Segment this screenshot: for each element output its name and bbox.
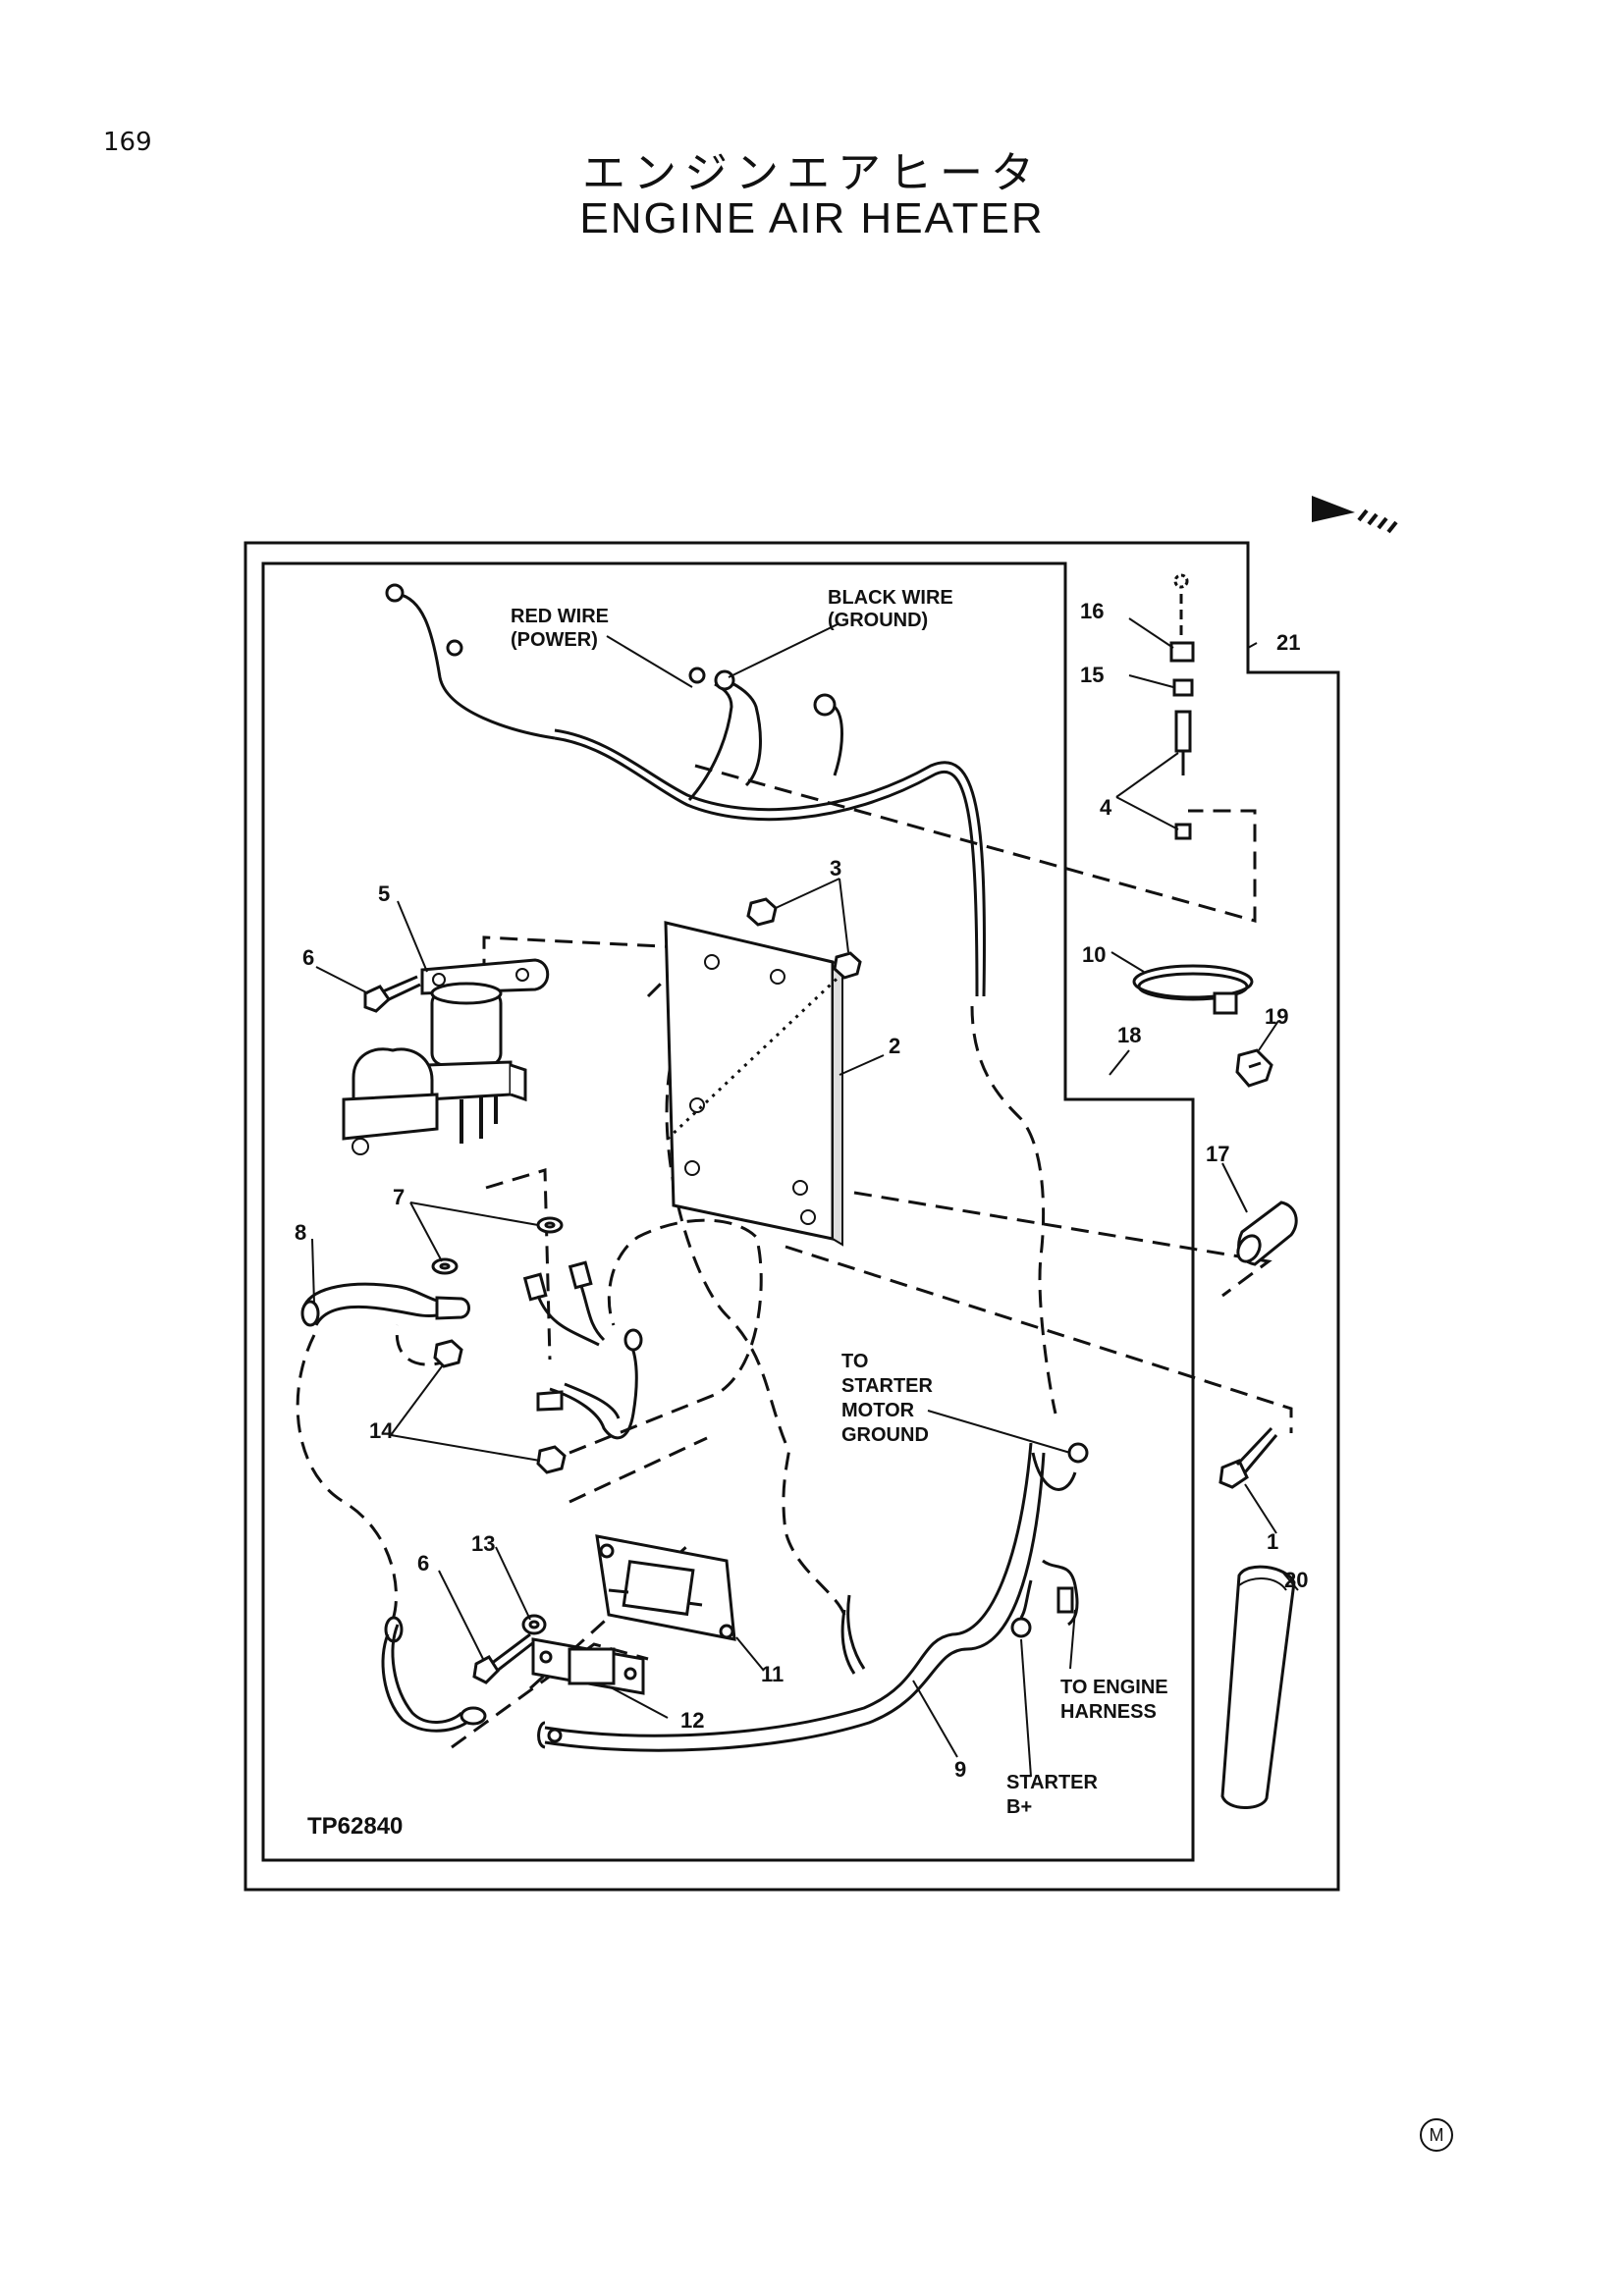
to-starter-label-3: MOTOR [841, 1400, 915, 1421]
callout-leaders [311, 617, 1299, 1778]
callout-7: 7 [393, 1185, 405, 1209]
callout-3: 3 [830, 856, 841, 881]
outer-frame [244, 541, 1340, 1892]
lower-harness-9 [381, 1442, 1089, 1752]
heater-plate [664, 921, 851, 1247]
relay-solenoid [342, 958, 550, 1155]
callout-15: 15 [1080, 663, 1104, 687]
inner-frame [261, 561, 1195, 1862]
callout-5: 5 [378, 881, 390, 906]
callout-16: 16 [1080, 599, 1104, 623]
to-starter-label: TO [841, 1351, 868, 1372]
callout-19: 19 [1265, 1004, 1288, 1029]
temperature-sensor [1169, 573, 1195, 840]
page-number: 169 [103, 128, 152, 157]
figure-code: TP62840 [307, 1813, 403, 1840]
hose-clamp [1132, 964, 1254, 1015]
callout-9: 9 [954, 1757, 966, 1782]
to-engine-harness-label-2: HARNESS [1060, 1701, 1157, 1723]
coupling-icon [1236, 1201, 1298, 1266]
callout-14: 14 [369, 1418, 394, 1443]
fuse-block [531, 1534, 736, 1695]
starter-b-plus-label-2: B+ [1006, 1796, 1032, 1818]
callout-6: 6 [302, 945, 314, 970]
black-wire-sublabel: (GROUND) [828, 610, 928, 631]
bolt-1-icon [1218, 1426, 1278, 1489]
gasket-pad [1220, 1565, 1296, 1809]
cable-8 [300, 1282, 470, 1327]
callout-1: 1 [1267, 1529, 1278, 1554]
nut-icon [746, 897, 862, 980]
callout-8: 8 [295, 1220, 306, 1245]
starter-b-plus-label: STARTER [1006, 1772, 1099, 1793]
callout-21: 21 [1276, 630, 1300, 655]
direction-arrow-icon [1312, 496, 1398, 534]
callout-11: 11 [761, 1662, 784, 1686]
callout-12: 12 [680, 1708, 704, 1733]
callout-6-lower: 6 [417, 1551, 429, 1575]
callout-13: 13 [471, 1531, 495, 1556]
black-wire-label: BLACK WIRE [828, 587, 953, 609]
harness-connectors [522, 1260, 643, 1440]
upper-wire-harness [397, 592, 986, 997]
red-wire-label: RED WIRE [511, 606, 609, 627]
washer-icon [431, 1216, 567, 1635]
to-starter-label-2: STARTER [841, 1375, 934, 1397]
assembly-dashed-lines [296, 764, 1293, 1749]
circled-m-mark: M [1420, 2118, 1453, 2152]
callout-4: 4 [1100, 795, 1112, 820]
bolt-icon [363, 975, 536, 1684]
red-wire-sublabel: (POWER) [511, 629, 598, 651]
to-engine-harness-label: TO ENGINE [1060, 1677, 1168, 1698]
callout-10: 10 [1082, 942, 1106, 967]
callout-18: 18 [1117, 1023, 1141, 1047]
title-english: ENGINE AIR HEATER [579, 194, 1045, 242]
callout-2: 2 [889, 1034, 900, 1058]
callout-20: 20 [1284, 1568, 1308, 1592]
title-japanese: エンジンエアヒータ [582, 148, 1042, 198]
to-starter-label-4: GROUND [841, 1424, 929, 1446]
callout-17: 17 [1206, 1142, 1229, 1166]
plug-icon [1235, 1048, 1273, 1088]
